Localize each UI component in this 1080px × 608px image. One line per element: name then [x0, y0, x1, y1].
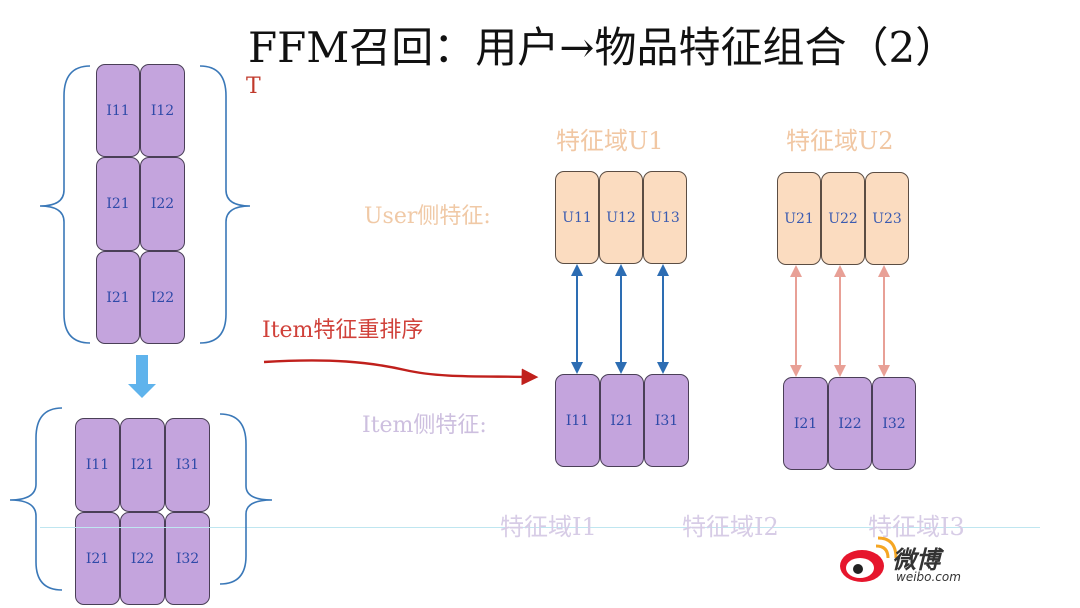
- item-feature-cell: I21: [783, 377, 828, 470]
- weibo-logo-text: 微博: [892, 546, 940, 574]
- user-feature-cell: U11: [555, 171, 599, 264]
- slide-title: FFM召回：用户→物品特征组合（2）: [248, 23, 958, 72]
- user-feature-cell: U21: [777, 172, 821, 265]
- item-feature-cell: I22: [828, 377, 872, 470]
- transpose-label: T: [246, 74, 261, 99]
- matrix-cell: I21: [96, 251, 140, 344]
- item-feature-cell: I32: [872, 377, 916, 470]
- reorder-arrow-icon: [263, 359, 539, 386]
- item-feature-cell: I11: [555, 374, 600, 467]
- matrix-cell: I22: [140, 251, 185, 344]
- matrix-cell: I31: [165, 418, 210, 512]
- item-side-label: Item侧特征:: [362, 413, 487, 438]
- weibo-logo-domain: weibo.com: [896, 570, 961, 584]
- matrix-cell: I21: [96, 157, 140, 251]
- user-feature-cell: U12: [599, 171, 643, 264]
- item-feature-cell: I31: [644, 374, 689, 467]
- left-brace-open: [39, 65, 91, 344]
- item-feature-cell: I21: [600, 374, 644, 467]
- weibo-logo-icon: [840, 536, 898, 582]
- domain-label-u1: 特征域U1: [556, 127, 664, 155]
- bottom-brace-open: [9, 407, 63, 591]
- user-feature-cell: U13: [643, 171, 687, 264]
- matrix-cell: I11: [75, 418, 120, 512]
- matrix-cell: I21: [120, 418, 165, 512]
- divider-line: [40, 527, 1040, 528]
- matrix-cell: I12: [140, 64, 185, 157]
- domain-label-i3: 特征域I3: [868, 513, 965, 541]
- reorder-label: Item特征重排序: [262, 318, 424, 343]
- left-brace-close: [199, 65, 251, 344]
- down-arrow-icon: [128, 355, 156, 398]
- matrix-cell: I22: [140, 157, 185, 251]
- domain-label-i2: 特征域I2: [682, 513, 779, 541]
- matrix-cell: I11: [96, 64, 140, 157]
- user-feature-cell: U22: [821, 172, 865, 265]
- domain-label-i1: 特征域I1: [500, 513, 597, 541]
- domain-label-u2: 特征域U2: [786, 127, 894, 155]
- bottom-brace-close: [219, 413, 273, 585]
- user-feature-cell: U23: [865, 172, 909, 265]
- user-side-label: User侧特征:: [364, 204, 491, 229]
